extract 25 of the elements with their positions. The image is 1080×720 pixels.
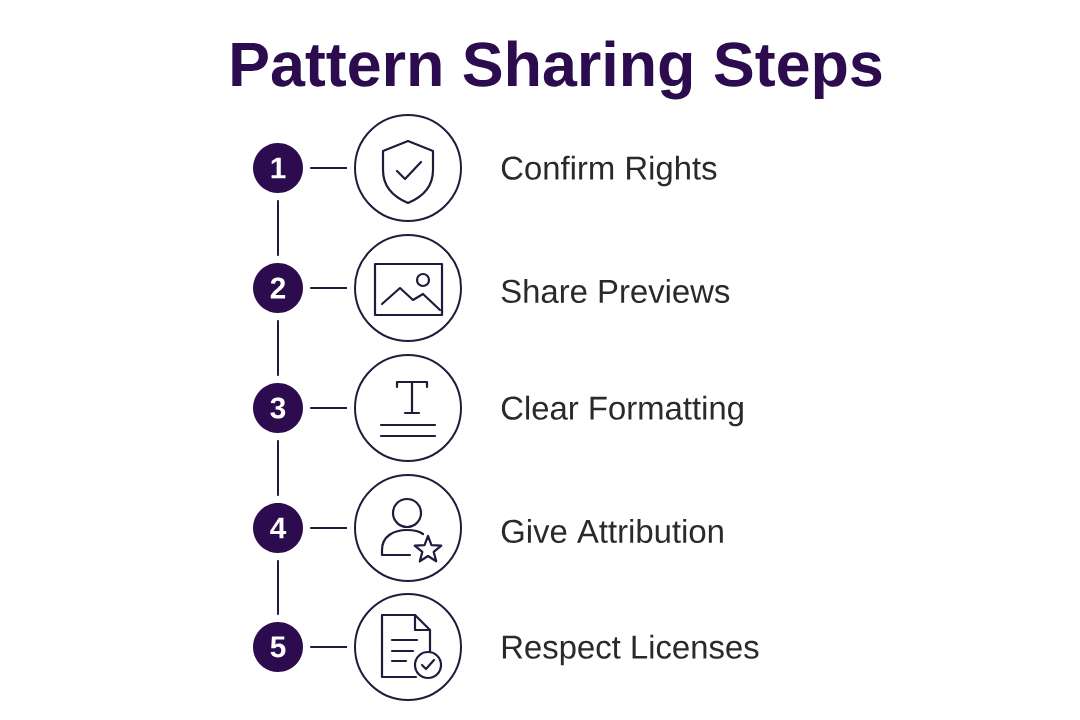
icon-circle bbox=[354, 114, 462, 222]
icon-circle bbox=[354, 593, 462, 701]
title: Pattern Sharing Steps bbox=[232, 40, 882, 100]
step-label: Respect Licenses bbox=[502, 634, 759, 666]
connector-line bbox=[277, 559, 279, 616]
step-label: Share Previews bbox=[501, 278, 730, 304]
connector-line bbox=[309, 407, 348, 409]
number-badge: 5 bbox=[253, 622, 303, 672]
number-badge: 1 bbox=[253, 143, 303, 193]
number-badge: 2 bbox=[253, 263, 303, 313]
connector-line bbox=[309, 287, 348, 289]
icon-circle bbox=[354, 354, 462, 462]
connector-line bbox=[277, 439, 279, 497]
connector-line bbox=[309, 527, 348, 529]
number-badge: 4 bbox=[253, 503, 303, 553]
icon-circle bbox=[354, 234, 462, 342]
step-label: Give Attribution bbox=[501, 518, 723, 544]
connector-line bbox=[309, 167, 348, 169]
connector-line bbox=[277, 319, 279, 377]
number-badge: 3 bbox=[253, 383, 303, 433]
icon-circle bbox=[354, 474, 462, 582]
step-label: Confirm Rights bbox=[501, 155, 717, 187]
step-label: Clear Formatting bbox=[501, 395, 743, 427]
connector-line bbox=[309, 646, 348, 648]
connector-line bbox=[277, 199, 279, 257]
